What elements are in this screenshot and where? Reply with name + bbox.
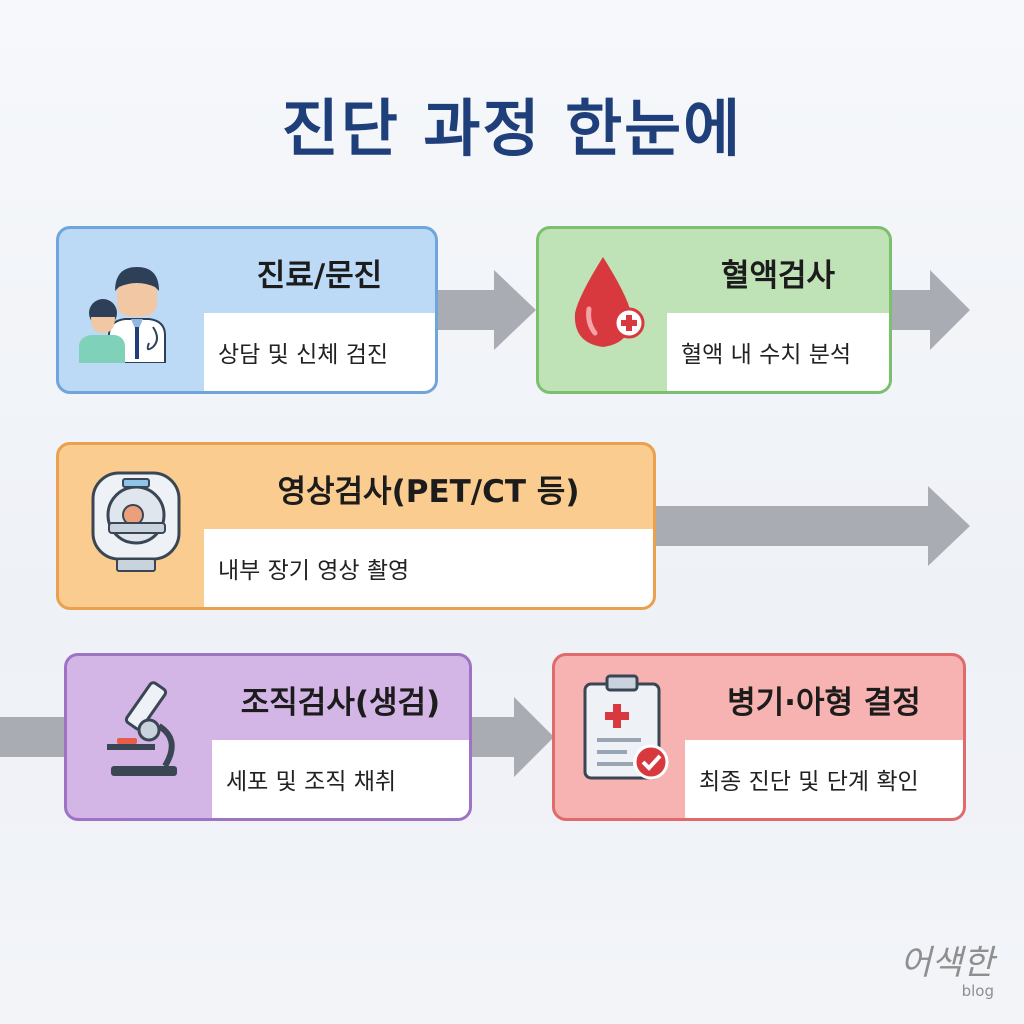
arrow-right-icon xyxy=(470,697,554,777)
arrow-right-icon xyxy=(0,717,66,757)
step-card-staging: 병기·아형 결정 최종 진단 및 단계 확인 xyxy=(552,653,966,821)
arrow-right-icon xyxy=(654,486,970,566)
clipboard-check-icon xyxy=(573,670,677,786)
step-card-biopsy: 조직검사(생검) 세포 및 조직 채취 xyxy=(64,653,472,821)
watermark: 어색한 blog xyxy=(900,935,994,1000)
page-title: 진단 과정 한눈에 xyxy=(281,92,743,165)
blood-drop-icon xyxy=(559,247,655,357)
step-description: 최종 진단 및 단계 확인 xyxy=(685,740,963,818)
step-description: 내부 장기 영상 촬영 xyxy=(204,529,653,607)
arrow-right-icon xyxy=(890,270,970,350)
watermark-main: 어색한 xyxy=(900,943,994,983)
microscope-icon xyxy=(81,670,201,790)
step-title: 진료/문진 xyxy=(256,257,383,294)
ct-scanner-icon xyxy=(73,459,193,579)
step-title: 병기·아형 결정 xyxy=(727,684,921,721)
step-card-blood-test: 혈액검사 혈액 내 수치 분석 xyxy=(536,226,892,394)
doctor-patient-icon xyxy=(73,243,193,364)
watermark-sub: blog xyxy=(961,982,994,1000)
step-description: 상담 및 신체 검진 xyxy=(204,313,435,391)
arrow-right-icon xyxy=(436,270,536,350)
step-title: 조직검사(생검) xyxy=(240,684,441,721)
step-card-imaging: 영상검사(PET/CT 등) 내부 장기 영상 촬영 xyxy=(56,442,656,610)
step-title: 혈액검사 xyxy=(720,257,836,294)
step-card-consultation: 진료/문진 상담 및 신체 검진 xyxy=(56,226,438,394)
step-title: 영상검사(PET/CT 등) xyxy=(277,473,580,510)
step-description: 혈액 내 수치 분석 xyxy=(667,313,889,391)
step-description: 세포 및 조직 채취 xyxy=(212,740,469,818)
